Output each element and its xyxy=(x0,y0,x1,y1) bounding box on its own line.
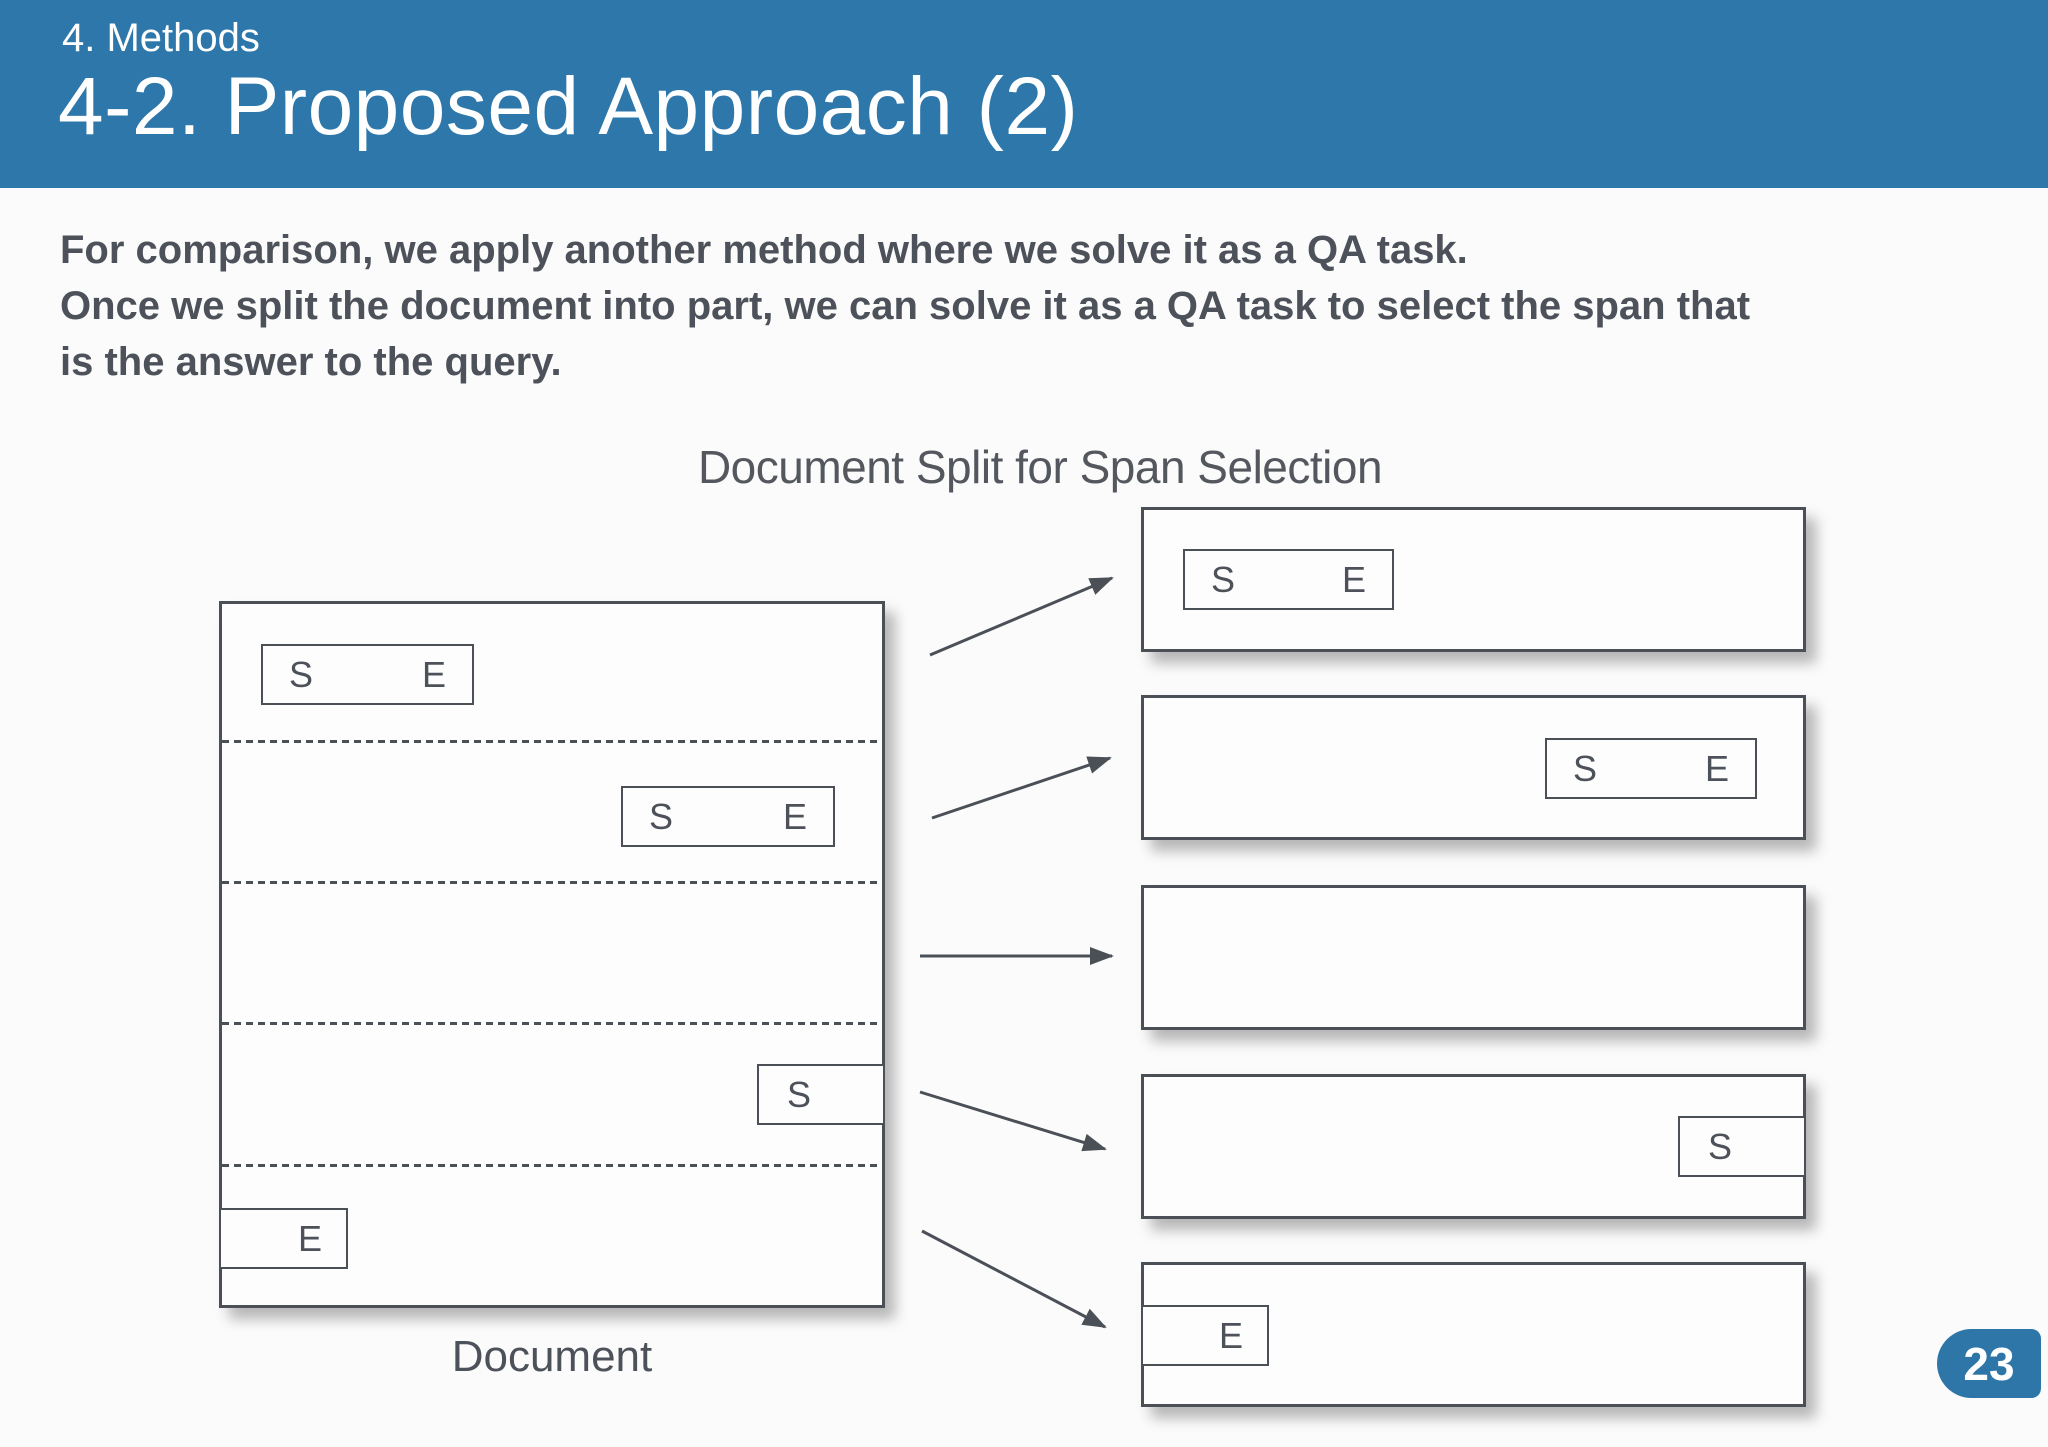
header-band: 4. Methods 4-2. Proposed Approach (2) xyxy=(0,0,2048,188)
part-4-span-start-only: S xyxy=(1678,1116,1806,1177)
body-line-2: Once we split the document into part, we… xyxy=(60,284,1751,328)
span-end-label: E xyxy=(421,653,446,695)
span-end-label: E xyxy=(297,1217,322,1259)
part-5-span-end-only: E xyxy=(1141,1305,1269,1366)
split-part-3 xyxy=(1141,885,1806,1030)
document-caption: Document xyxy=(451,1332,653,1381)
part-2-span-start-end: S E xyxy=(1545,738,1757,799)
arrow-to-part-5 xyxy=(921,1229,1107,1329)
split-part-4: S xyxy=(1141,1074,1806,1219)
span-start-label: S xyxy=(649,795,674,837)
span-start-label: S xyxy=(289,653,314,695)
part-1-span-start-end: S E xyxy=(1183,549,1394,610)
span-start-label: S xyxy=(1211,558,1236,600)
document-split-divider xyxy=(222,881,882,884)
document-span-start-end-1: S E xyxy=(261,644,474,705)
document-span-start-end-2: S E xyxy=(621,786,835,847)
arrow-to-part-1 xyxy=(929,576,1114,657)
document-split-divider xyxy=(222,1164,882,1167)
section-kicker: 4. Methods xyxy=(62,16,260,60)
document-span-end-only: E xyxy=(219,1208,348,1269)
span-end-label: E xyxy=(782,795,807,837)
body-paragraph: For comparison, we apply another method … xyxy=(60,222,1750,390)
span-end-label: E xyxy=(1218,1314,1243,1356)
document-split-divider xyxy=(222,740,882,743)
page-number-badge: 23 xyxy=(1937,1329,2041,1398)
arrow-to-part-4 xyxy=(919,1090,1107,1152)
document-span-start-only: S xyxy=(757,1064,885,1125)
document-split-divider xyxy=(222,1022,882,1025)
body-line-1: For comparison, we apply another method … xyxy=(60,228,1468,272)
span-end-label: E xyxy=(1341,558,1366,600)
split-part-5: E xyxy=(1141,1262,1806,1407)
span-start-label: S xyxy=(787,1073,812,1115)
split-part-2: S E xyxy=(1141,695,1806,840)
slide-title: 4-2. Proposed Approach (2) xyxy=(58,61,1079,152)
split-part-1: S E xyxy=(1141,507,1806,652)
body-line-3: is the answer to the query. xyxy=(60,340,562,384)
span-end-label: E xyxy=(1704,747,1729,789)
span-start-label: S xyxy=(1708,1125,1733,1167)
span-start-label: S xyxy=(1573,747,1598,789)
document-box: S E S E S E xyxy=(219,601,885,1308)
diagram-title: Document Split for Span Selection xyxy=(697,441,1383,493)
arrow-to-part-2 xyxy=(931,756,1112,820)
